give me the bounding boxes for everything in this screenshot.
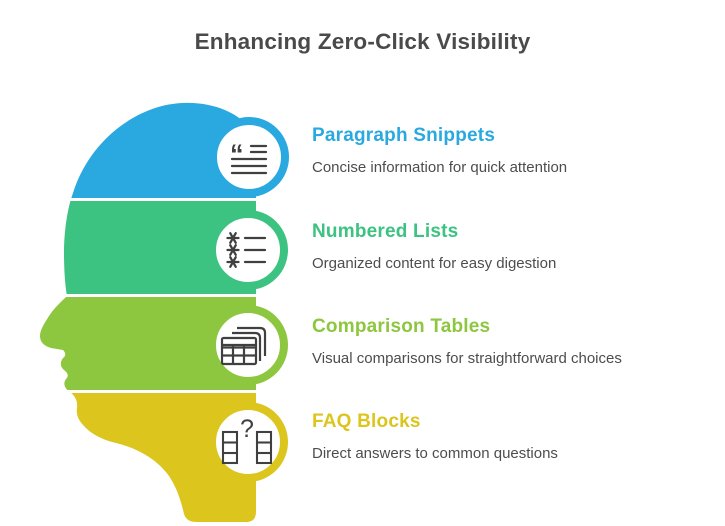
- feature-row-paragraph-snippets: Paragraph Snippets Concise information f…: [312, 124, 712, 177]
- middle-sheet: [232, 331, 262, 361]
- stacked-tables-icon: [220, 326, 267, 366]
- feature-title: FAQ Blocks: [312, 411, 421, 432]
- feature-title: Paragraph Snippets: [312, 125, 496, 146]
- circle-paragraph-snippets: [209, 117, 289, 197]
- numbered-list-icon: [226, 232, 267, 268]
- asterisk-bullet: [226, 244, 240, 256]
- feature-title: Comparison Tables: [312, 316, 491, 337]
- feature-row-numbered-lists: Numbered Lists Organized content for eas…: [312, 220, 712, 273]
- quote-glyph: “: [230, 139, 244, 169]
- feature-row-faq-blocks: FAQ Blocks Direct answers to common ques…: [312, 410, 712, 463]
- question-mark-glyph: ?: [240, 415, 254, 443]
- paragraph-quote-icon: “: [230, 139, 268, 175]
- faq-block-left: [221, 430, 239, 465]
- feature-title: Numbered Lists: [312, 221, 459, 242]
- feature-description: Direct answers to common questions: [312, 445, 558, 462]
- back-sheet: [237, 326, 267, 356]
- faq-block-right: [255, 430, 273, 465]
- faq-question-blocks-icon: ?: [221, 415, 273, 465]
- feature-description: Organized content for easy digestion: [312, 255, 557, 272]
- page-title: Enhancing Zero-Click Visibility: [194, 29, 531, 54]
- asterisk-bullet: [226, 232, 240, 244]
- asterisk-bullet: [226, 256, 240, 268]
- feature-description: Concise information for quick attention: [312, 159, 568, 176]
- front-table: [220, 336, 258, 366]
- feature-row-comparison-tables: Comparison Tables Visual comparisons for…: [312, 315, 712, 368]
- head-silhouette-graphic: “: [40, 102, 289, 522]
- feature-description: Visual comparisons for straightforward c…: [312, 350, 622, 367]
